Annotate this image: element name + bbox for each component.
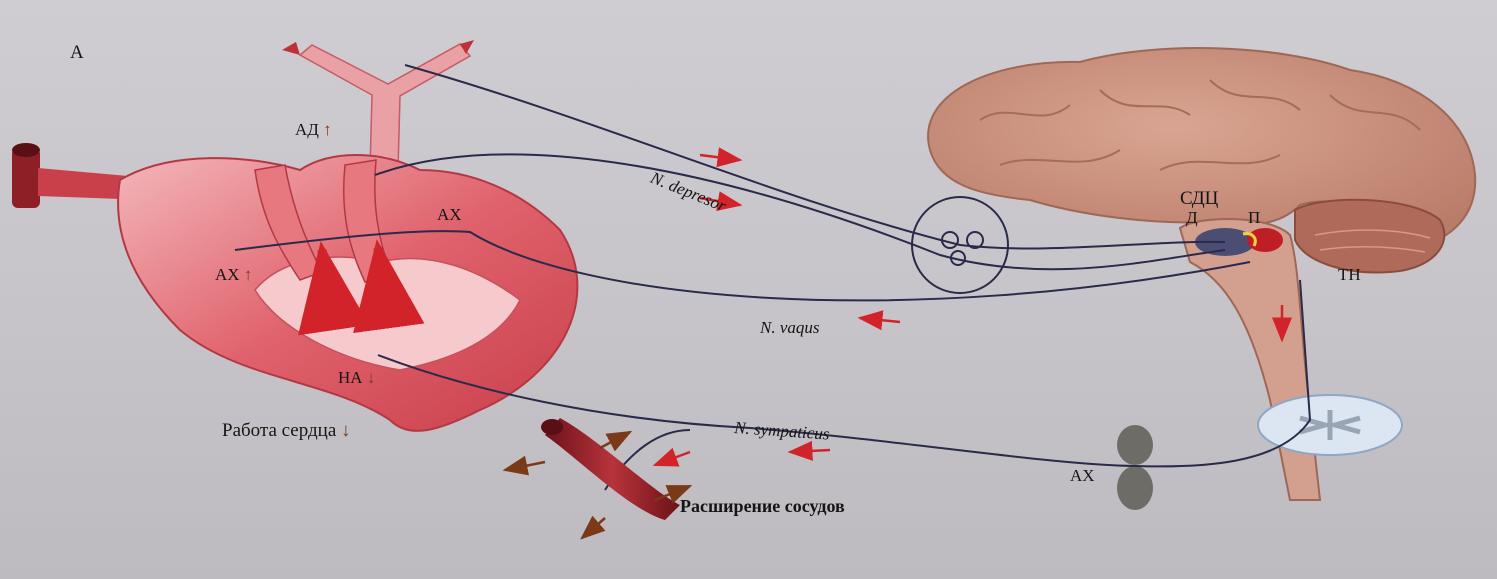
panel-letter: А — [70, 42, 84, 64]
label-vasodilation: Расширение сосудов — [680, 496, 845, 517]
label-blood-pressure: АД — [295, 120, 332, 140]
label-vasomotor-center: СДЦ — [1180, 188, 1218, 210]
label-pressor-zone: П — [1248, 208, 1260, 228]
blood-vessel — [541, 418, 680, 520]
aorta-vessel — [282, 40, 474, 170]
label-nerve-vagus: N. vaqus — [760, 318, 820, 338]
label-tonic-neurons: ТН — [1338, 265, 1361, 285]
label-depressor-zone: Д — [1186, 208, 1198, 228]
label-acetylcholine-left: АХ — [215, 265, 252, 285]
label-heart-work: Работа сердца — [222, 420, 351, 442]
label-noradrenaline: НА — [338, 368, 375, 388]
heart — [118, 155, 577, 431]
label-acetylcholine-top: АХ — [437, 205, 462, 225]
sympathetic-ganglion — [1117, 425, 1153, 510]
label-acetylcholine-ganglion: АХ — [1070, 466, 1095, 486]
